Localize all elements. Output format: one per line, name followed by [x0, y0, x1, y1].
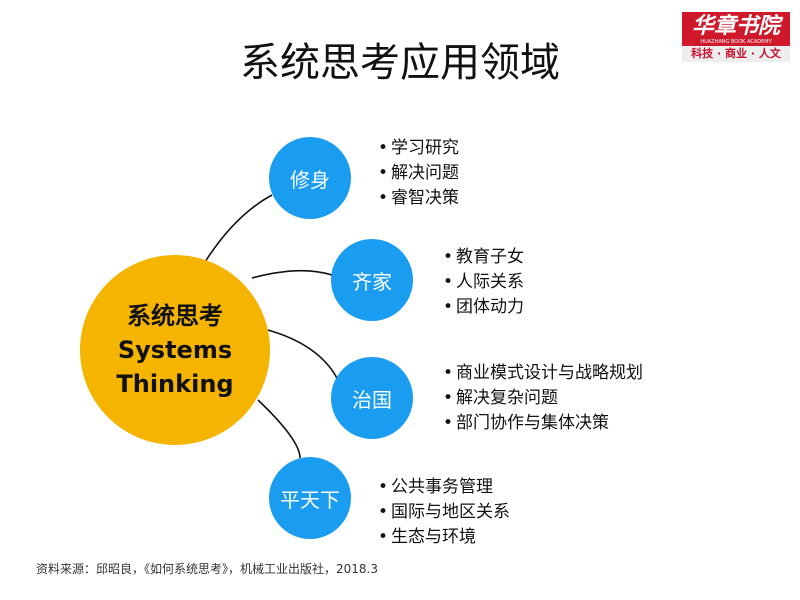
list-item: 解决复杂问题 — [443, 386, 643, 411]
list-item: 解决问题 — [378, 161, 459, 186]
node-zhiguo: 治国 — [331, 357, 413, 439]
connector-pingtianxia — [257, 399, 301, 459]
list-item: 商业模式设计与战略规划 — [443, 361, 643, 386]
node-xiushen: 修身 — [269, 137, 351, 219]
center-circle: 系统思考 Systems Thinking — [80, 255, 270, 445]
list-item: 国际与地区关系 — [378, 500, 510, 525]
connector-zhiguo — [267, 329, 339, 381]
node-qijia: 齐家 — [331, 239, 413, 321]
connector-xiushen — [204, 194, 273, 263]
connector-qijia — [251, 269, 333, 279]
list-item: 部门协作与集体决策 — [443, 411, 643, 436]
logo: 华章书院 HUAZHANG BOOK ACADEMY 科技 · 商业 · 人文 — [682, 12, 790, 62]
list-qijia: 教育子女 人际关系 团体动力 — [443, 245, 524, 320]
logo-sub: HUAZHANG BOOK ACADEMY — [700, 39, 772, 45]
center-cn: 系统思考 — [127, 302, 223, 330]
list-pingtianxia: 公共事务管理 国际与地区关系 生态与环境 — [378, 475, 510, 550]
logo-tagline: 科技 · 商业 · 人文 — [682, 46, 790, 62]
source-note: 资料来源：邱昭良，《如何系统思考》，机械工业出版社，2018.3 — [36, 562, 378, 576]
list-item: 睿智决策 — [378, 186, 459, 211]
list-xiushen: 学习研究 解决问题 睿智决策 — [378, 136, 459, 211]
center-en1: Systems — [117, 336, 233, 364]
logo-name: 华章书院 — [682, 12, 790, 46]
list-zhiguo: 商业模式设计与战略规划 解决复杂问题 部门协作与集体决策 — [443, 361, 643, 436]
list-item: 团体动力 — [443, 295, 524, 320]
page-title: 系统思考应用领域 — [240, 40, 560, 86]
node-pingtianxia: 平天下 — [269, 457, 351, 539]
list-item: 公共事务管理 — [378, 475, 510, 500]
list-item: 生态与环境 — [378, 525, 510, 550]
list-item: 人际关系 — [443, 270, 524, 295]
list-item: 学习研究 — [378, 136, 459, 161]
list-item: 教育子女 — [443, 245, 524, 270]
center-en2: Thinking — [116, 370, 234, 398]
